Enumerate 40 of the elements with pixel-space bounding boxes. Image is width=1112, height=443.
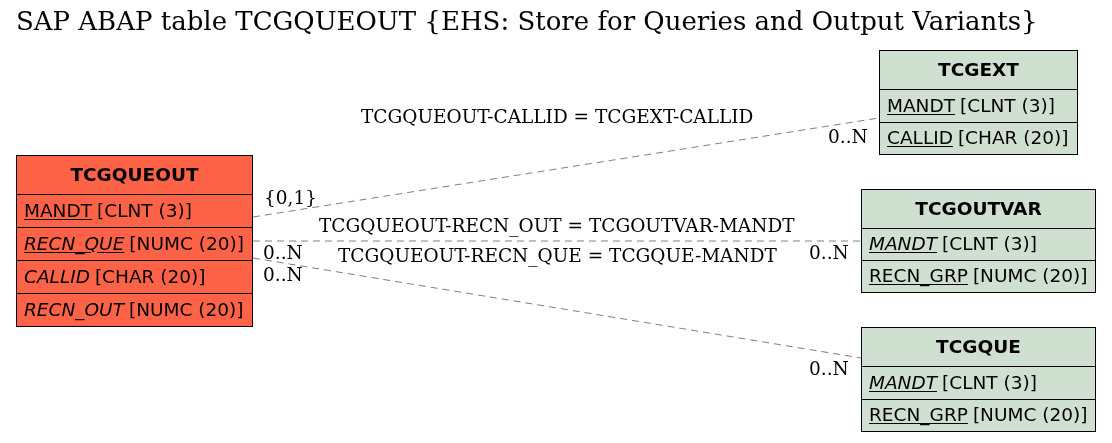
entity-table (879, 50, 1078, 155)
cardinality-label: 0..N (809, 244, 849, 263)
field-type: [CLNT (3)] (960, 96, 1055, 115)
cardinality-label: 0..N (263, 244, 303, 263)
field-name: MANDT (869, 235, 937, 254)
field-type: [CLNT (3)] (97, 201, 192, 221)
field-name: CALLID (24, 267, 90, 287)
entity-table (861, 327, 1096, 432)
field-type: [NUMC (20)] (128, 300, 244, 320)
edge-label: TCGQUEOUT-CALLID = TCGEXT-CALLID (361, 108, 754, 127)
table-title: TCGQUE (936, 337, 1021, 357)
table-title: TCGEXT (938, 60, 1019, 80)
field-name: RECN_OUT (24, 300, 124, 320)
field-type: [NUMC (20)] (129, 234, 244, 254)
field-type: [CLNT (3)] (942, 373, 1037, 392)
cardinality-label: 0..N (263, 266, 303, 285)
edge-label: TCGQUEOUT-RECN_QUE = TCGQUE-MANDT (338, 247, 777, 266)
cardinality-label: {0,1} (264, 189, 317, 208)
relationship-line (252, 257, 862, 359)
field-name: MANDT (887, 96, 955, 115)
field-type: [CLNT (3)] (942, 235, 1037, 254)
table-title: TCGOUTVAR (915, 199, 1042, 219)
field-name: MANDT (24, 201, 92, 221)
field-name: MANDT (869, 373, 937, 392)
cardinality-label: 0..N (828, 128, 868, 147)
field-type: [CHAR (20)] (94, 267, 206, 287)
entity-table (16, 155, 253, 327)
field-name: RECN_QUE (24, 234, 125, 254)
cardinality-label: 0..N (809, 360, 849, 379)
field-type: [CHAR (20)] (957, 129, 1069, 148)
field-name: RECN_GRP (869, 267, 968, 286)
field-name: RECN_GRP (869, 406, 968, 425)
table-title: TCGQUEOUT (70, 165, 199, 185)
entity-table (861, 189, 1096, 293)
diagram-title: SAP ABAP table TCGQUEOUT {EHS: Store for Queries and Output Variants} (16, 8, 1038, 34)
relationship-line (252, 240, 862, 242)
field-name: CALLID (887, 129, 953, 148)
field-type: [NUMC (20)] (972, 406, 1088, 425)
edge-label: TCGQUEOUT-RECN_OUT = TCGOUTVAR-MANDT (319, 217, 795, 236)
field-type: [NUMC (20)] (972, 267, 1088, 286)
